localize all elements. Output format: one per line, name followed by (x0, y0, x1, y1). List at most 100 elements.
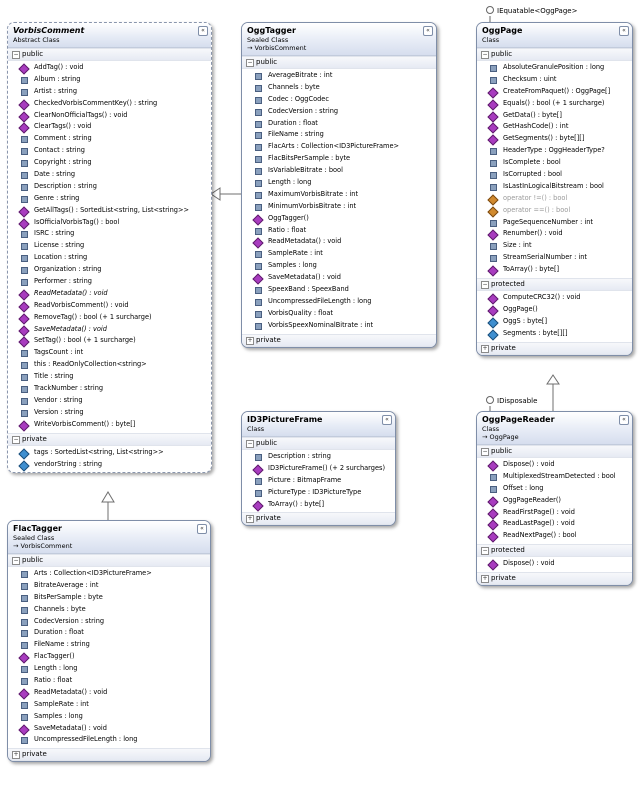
member-item[interactable]: ClearTags() : void (8, 121, 211, 135)
member-item[interactable]: Channels : byte (8, 604, 210, 616)
member-item[interactable]: StreamSerialNumber : int (477, 252, 632, 264)
member-item[interactable]: SaveMetadata() : void (8, 723, 210, 736)
member-item[interactable]: ISRC : string (8, 228, 211, 240)
member-item[interactable]: GetData() : byte[] (477, 110, 632, 123)
member-item[interactable]: GetAllTags() : SortedList<string, List<s… (8, 205, 211, 218)
section-header[interactable]: +private (477, 341, 632, 355)
member-item[interactable]: Codec : OggCodec (242, 94, 436, 106)
member-item[interactable]: Segments : byte[][] (477, 328, 632, 341)
member-item[interactable]: Dispose() : void (477, 459, 632, 472)
member-item[interactable]: IsComplete : bool (477, 157, 632, 169)
collapse-icon[interactable]: − (246, 440, 254, 448)
member-item[interactable]: OggPageReader() (477, 495, 632, 508)
expand-icon[interactable]: + (12, 751, 20, 760)
collapse-chevron-icon[interactable]: « (423, 26, 433, 36)
collapse-icon[interactable]: − (12, 51, 20, 59)
member-item[interactable]: Equals() : bool (+ 1 surcharge) (477, 98, 632, 111)
collapse-chevron-icon[interactable]: « (198, 26, 208, 36)
member-item[interactable]: Offset : long (477, 483, 632, 495)
member-item[interactable]: TrackNumber : string (8, 383, 211, 395)
member-item[interactable]: Checksum : uint (477, 74, 632, 86)
member-item[interactable]: WriteVorbisComment() : byte[] (8, 419, 211, 432)
member-item[interactable]: ReadLastPage() : void (477, 518, 632, 532)
member-item[interactable]: Ratio : float (242, 225, 436, 237)
collapse-icon[interactable]: − (481, 51, 489, 59)
member-item[interactable]: IsVariableBitrate : bool (242, 165, 436, 177)
member-item[interactable]: Length : long (8, 663, 210, 675)
member-item[interactable]: ToArray() : byte[] (477, 264, 632, 277)
member-item[interactable]: FlacBitsPerSample : byte (242, 153, 436, 165)
member-item[interactable]: ID3PictureFrame() (+ 2 surcharges) (242, 463, 395, 476)
member-item[interactable]: VorbisQuality : float (242, 308, 436, 320)
section-header[interactable]: −public (8, 48, 211, 61)
member-item[interactable]: PageSequenceNumber : int (477, 217, 632, 229)
member-item[interactable]: ComputeCRC32() : void (477, 292, 632, 305)
member-item[interactable]: tags : SortedList<string, List<string>> (8, 447, 211, 460)
member-item[interactable]: Date : string (8, 169, 211, 181)
member-item[interactable]: Ratio : float (8, 675, 210, 687)
member-item[interactable]: Organization : string (8, 264, 211, 276)
member-item[interactable]: Contact : string (8, 145, 211, 157)
member-item[interactable]: Title : string (8, 371, 211, 383)
member-item[interactable]: SetTag() : bool (+ 1 surcharge) (8, 335, 211, 349)
member-item[interactable]: GetHashCode() : int (477, 121, 632, 135)
member-item[interactable]: Album : string (8, 74, 211, 86)
member-item[interactable]: TagsCount : int (8, 347, 211, 359)
member-item[interactable]: Size : int (477, 240, 632, 252)
section-header[interactable]: −public (242, 56, 436, 69)
member-item[interactable]: MaximumVorbisBitrate : int (242, 189, 436, 201)
member-item[interactable]: UncompressedFileLength : long (242, 296, 436, 308)
member-item[interactable]: FlacArts : Collection<ID3PictureFrame> (242, 141, 436, 153)
member-item[interactable]: AddTag() : void (8, 62, 211, 75)
member-item[interactable]: Artist : string (8, 86, 211, 98)
member-item[interactable]: Samples : long (242, 260, 436, 272)
collapse-icon[interactable]: − (12, 557, 20, 565)
section-header[interactable]: +private (477, 572, 632, 586)
collapse-icon[interactable]: − (481, 547, 489, 556)
expand-icon[interactable]: + (481, 575, 489, 584)
member-item[interactable]: IsOfficialVorbisTag() : bool (8, 217, 211, 230)
member-item[interactable]: OggPage() (477, 304, 632, 317)
member-item[interactable]: CheckedVorbisCommentKey() : string (8, 98, 211, 111)
section-header[interactable]: −private (8, 432, 211, 446)
member-item[interactable]: FlacTagger() (8, 651, 210, 664)
member-item[interactable]: operator !=() : bool (477, 193, 632, 206)
member-item[interactable]: ToArray() : byte[] (242, 499, 395, 512)
expand-icon[interactable]: + (481, 344, 489, 353)
member-item[interactable]: Samples : long (8, 711, 210, 723)
member-item[interactable]: License : string (8, 240, 211, 252)
collapse-icon[interactable]: − (12, 435, 20, 444)
member-item[interactable]: Description : string (8, 181, 211, 193)
member-item[interactable]: MultiplexedStreamDetected : bool (477, 471, 632, 483)
member-item[interactable]: CreateFromPaquet() : OggPage[] (477, 86, 632, 99)
collapse-icon[interactable]: − (246, 59, 254, 67)
expand-icon[interactable]: + (246, 336, 254, 345)
member-item[interactable]: vendorString : string (8, 459, 211, 472)
member-item[interactable]: Picture : BitmapFrame (242, 475, 395, 487)
member-item[interactable]: ReadMetadata() : void (8, 687, 210, 700)
member-item[interactable]: Copyright : string (8, 157, 211, 169)
section-header[interactable]: −protected (477, 278, 632, 292)
member-item[interactable]: Renumber() : void (477, 228, 632, 242)
member-item[interactable]: SampleRate : int (242, 248, 436, 260)
member-item[interactable]: HeaderType : OggHeaderType? (477, 145, 632, 157)
member-item[interactable]: OggTagger() (242, 213, 436, 226)
member-item[interactable]: IsCorrupted : bool (477, 169, 632, 181)
member-item[interactable]: GetSegments() : byte[][] (477, 133, 632, 147)
member-item[interactable]: SaveMetadata() : void (242, 272, 436, 285)
collapse-chevron-icon[interactable]: « (619, 26, 629, 36)
member-item[interactable]: Vendor : string (8, 395, 211, 407)
member-item[interactable]: AbsoluteGranulePosition : long (477, 62, 632, 74)
member-item[interactable]: Comment : string (8, 133, 211, 145)
member-item[interactable]: FileName : string (242, 129, 436, 141)
section-header[interactable]: −public (8, 554, 210, 567)
expand-icon[interactable]: + (246, 515, 254, 524)
